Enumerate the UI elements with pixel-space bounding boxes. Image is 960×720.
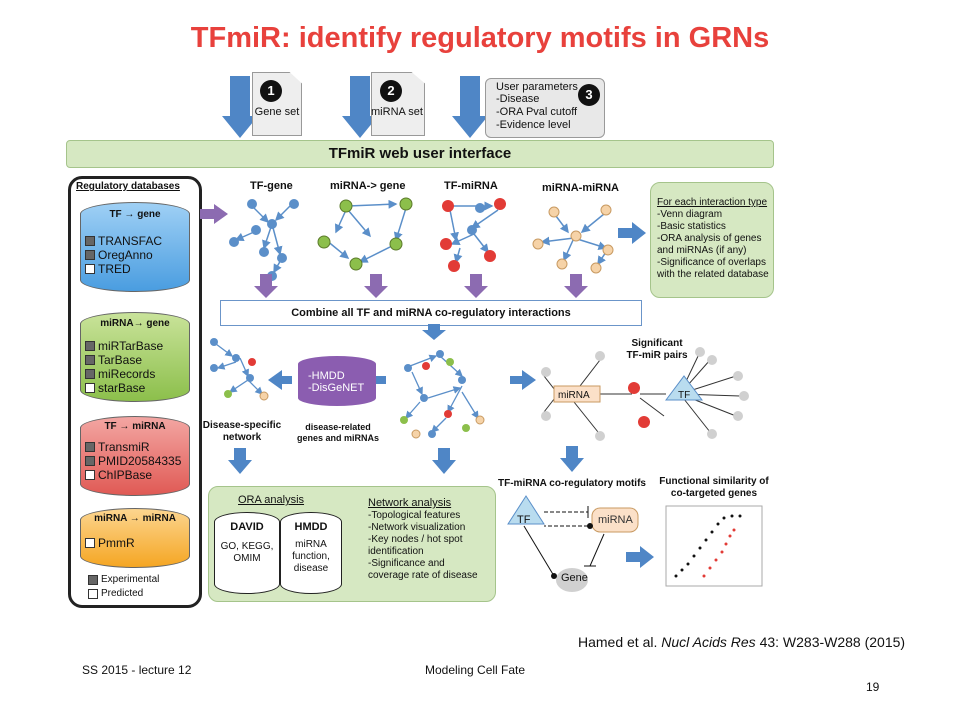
db-item: TRANSFAC bbox=[85, 234, 189, 248]
disease-db-caption: disease-related genes and miRNAs bbox=[296, 422, 380, 443]
network-label-mirna-gene: miRNA-> gene bbox=[330, 180, 406, 192]
footer-left: SS 2015 - lecture 12 bbox=[82, 663, 192, 677]
motif-gene-node bbox=[556, 568, 588, 592]
mirna-set-doc bbox=[371, 72, 425, 136]
db-item: TransmiR bbox=[85, 440, 189, 454]
db-item: TarBase bbox=[85, 353, 189, 367]
significant-pairs-graphic bbox=[541, 347, 749, 441]
db-mirna-mirna-title: miRNA → miRNA bbox=[94, 513, 176, 524]
sig-tf-label: TF bbox=[678, 390, 691, 401]
db-item: PMID20584335 bbox=[85, 454, 189, 468]
sig-tf-triangle bbox=[665, 375, 703, 401]
network-graphs bbox=[229, 197, 614, 298]
citation-journal: Nucl Acids Res bbox=[661, 634, 756, 650]
db-item: TRED bbox=[85, 262, 189, 276]
combine-bar: Combine all TF and miRNA co-regulatory i… bbox=[220, 300, 642, 326]
combine-label: Combine all TF and miRNA co-regulatory i… bbox=[291, 307, 571, 319]
david-cylinder: DAVID GO, KEGG, OMIM bbox=[214, 512, 280, 594]
network-analysis-title: Network analysis bbox=[368, 497, 452, 509]
hmdd-text: function, bbox=[292, 551, 330, 562]
network-analysis-list: -Topological features -Network visualiza… bbox=[368, 510, 478, 581]
david-text: GO, KEGG, bbox=[220, 541, 274, 552]
sig-mirna-label: miRNA bbox=[558, 390, 590, 401]
db-item: miRTarBase bbox=[85, 339, 189, 353]
purple-down-arrows bbox=[254, 274, 588, 298]
user-params-box: User parameters -Disease -ORA Pval cutof… bbox=[485, 78, 605, 138]
mirna-gene-network bbox=[325, 199, 407, 263]
user-param-pval: -ORA Pval cutoff bbox=[496, 106, 578, 118]
params-arrow bbox=[452, 76, 488, 138]
mirna-set-arrow bbox=[342, 76, 378, 138]
regulatory-databases-title: Regulatory databases bbox=[76, 181, 180, 192]
motif-tf-triangle bbox=[507, 495, 545, 525]
arrow-to-plot bbox=[626, 546, 654, 568]
hmdd-cylinder: HMDD miRNA function, disease bbox=[280, 512, 342, 594]
functional-caption: Functional similarity of co-targeted gen… bbox=[659, 476, 769, 499]
input-arrows bbox=[222, 76, 488, 138]
interaction-info-title: For each interaction type bbox=[657, 197, 768, 208]
motif-mirna-label: miRNA bbox=[598, 514, 633, 526]
purple-arrow-in bbox=[200, 204, 228, 224]
tf-mirna-network bbox=[449, 201, 499, 264]
db-item: starBase bbox=[85, 381, 189, 395]
david-name: DAVID bbox=[230, 521, 264, 533]
disease-db-hmdd: -HMDD bbox=[308, 370, 345, 382]
db-mirna-gene: miRNA→ gene miRTarBase TarBase miRecords… bbox=[80, 312, 190, 402]
motif-mirna-box bbox=[591, 507, 639, 533]
citation: Hamed et al. Nucl Acids Res 43: W283-W28… bbox=[578, 634, 905, 650]
slide-title: TFmiR: identify regulatory motifs in GRN… bbox=[190, 22, 770, 54]
david-text: OMIM bbox=[233, 553, 261, 564]
network-label-mirna-mirna: miRNA-miRNA bbox=[542, 182, 619, 194]
legend-experimental: Experimental bbox=[88, 574, 159, 585]
hmdd-text: miRNA bbox=[295, 539, 327, 550]
interaction-info-list: -Venn diagram -Basic statistics -ORA ana… bbox=[657, 209, 769, 280]
motif-graphic bbox=[507, 495, 639, 592]
db-item: OregAnno bbox=[85, 248, 189, 262]
page-number: 19 bbox=[866, 680, 880, 694]
sig-mirna-box bbox=[553, 385, 601, 403]
user-param-evidence: -Evidence level bbox=[496, 119, 571, 131]
interaction-info-panel: For each interaction type -Venn diagram … bbox=[650, 182, 774, 298]
hmdd-text: disease bbox=[293, 563, 329, 574]
significant-pairs-caption: Significant TF-miR pairs bbox=[626, 338, 688, 361]
legend-predicted: Predicted bbox=[88, 588, 143, 599]
citation-authors: Hamed et al. bbox=[578, 634, 658, 650]
gene-set-label: Gene set bbox=[254, 106, 300, 118]
gene-set-arrow bbox=[222, 76, 258, 138]
hmdd-name: HMDD bbox=[294, 521, 328, 533]
functional-similarity-plot bbox=[665, 505, 763, 587]
web-ui-label: TFmiR web user interface bbox=[328, 145, 512, 162]
db-item: miRecords bbox=[85, 367, 189, 381]
user-params-number: 3 bbox=[578, 84, 600, 106]
disease-network-caption: Disease-specific network bbox=[202, 420, 282, 443]
user-param-disease: -Disease bbox=[496, 93, 540, 105]
citation-rest: 43: W283-W288 (2015) bbox=[759, 634, 906, 650]
db-item: PmmR bbox=[85, 536, 189, 550]
mirna-set-number: 2 bbox=[380, 80, 402, 102]
network-label-tf-gene: TF-gene bbox=[250, 180, 293, 192]
web-ui-bar: TFmiR web user interface bbox=[66, 140, 774, 168]
user-params-title: User parameters bbox=[496, 81, 578, 93]
db-tf-mirna-title: TF → miRNA bbox=[104, 421, 166, 432]
motifs-title: TF-miRNA co-regulatory motifs bbox=[498, 478, 646, 489]
db-mirna-mirna: miRNA → miRNA PmmR bbox=[80, 508, 190, 568]
db-item: ChIPBase bbox=[85, 468, 189, 482]
db-mirna-gene-title: miRNA→ gene bbox=[100, 318, 170, 329]
db-tf-gene: TF → gene TRANSFAC OregAnno TRED bbox=[80, 202, 190, 292]
disease-network bbox=[215, 343, 263, 395]
arrow-to-info bbox=[618, 222, 646, 244]
footer-center: Modeling Cell Fate bbox=[425, 663, 526, 677]
db-tf-gene-title: TF → gene bbox=[109, 209, 161, 220]
motif-gene-label: Gene bbox=[561, 572, 588, 584]
disease-db-disgenet: -DisGeNET bbox=[308, 382, 365, 394]
combined-network bbox=[405, 354, 479, 433]
network-label-tf-mirna: TF-miRNA bbox=[444, 180, 498, 192]
motif-tf-label: TF bbox=[517, 514, 531, 526]
disease-db-cylinder: -HMDD -DisGeNET bbox=[298, 356, 376, 406]
ora-title: ORA analysis bbox=[238, 494, 305, 506]
db-tf-mirna: TF → miRNA TransmiR PMID20584335 ChIPBas… bbox=[80, 416, 190, 496]
mirna-set-label: miRNA set bbox=[371, 106, 423, 118]
gene-set-number: 1 bbox=[260, 80, 282, 102]
